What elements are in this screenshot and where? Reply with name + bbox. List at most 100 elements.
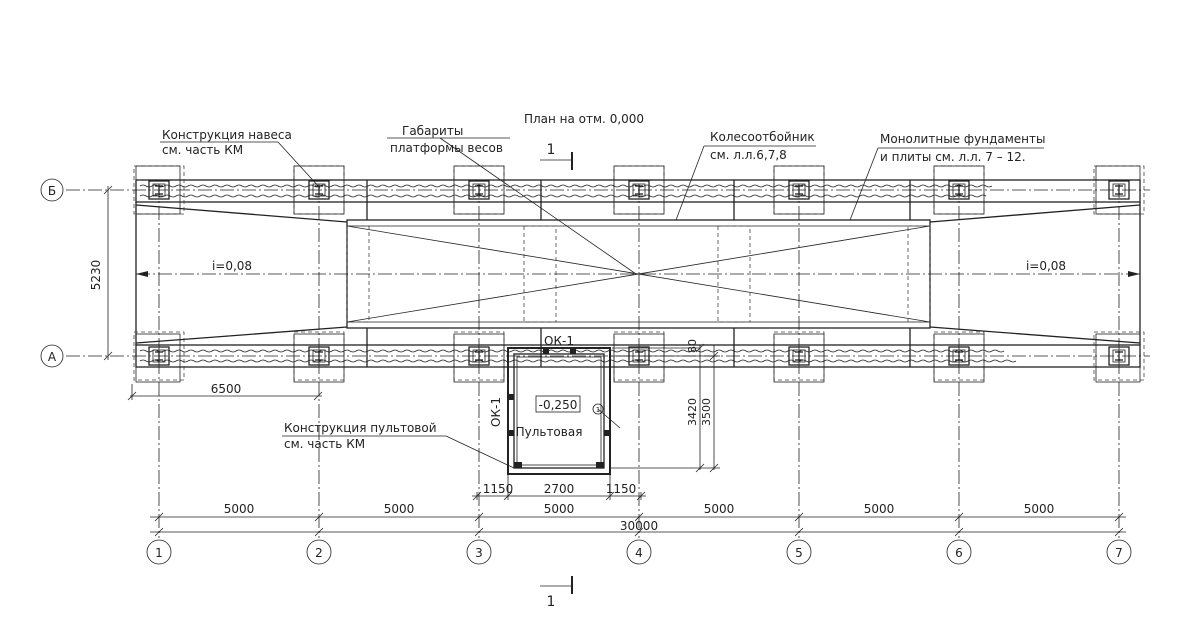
dim-tick (314, 527, 324, 537)
dim-booth-mid: 2700 (544, 482, 575, 496)
footing-pad (773, 165, 825, 215)
section-mark-bottom: 1 (540, 576, 573, 610)
leader-canopy-line1: Конструкция навеса (162, 128, 292, 142)
leader-platform: Габариты платформы весов (387, 124, 637, 275)
leader-booth-structure: Конструкция пультовой см. часть КМ (282, 421, 515, 469)
dim-tick (794, 527, 804, 537)
footing-pad (293, 165, 345, 215)
column-footing (133, 331, 185, 381)
control-booth (507, 347, 611, 475)
axis-label-7: 7 (1115, 546, 1123, 560)
dim-tick (794, 512, 804, 522)
slope-label-right: i=0,08 (1026, 259, 1066, 273)
booth-window-side: ОК-1 (489, 397, 503, 427)
dim-tick (954, 527, 964, 537)
end-footing (1095, 333, 1141, 383)
column-footing (1093, 331, 1145, 381)
dim-tick (474, 512, 484, 522)
axis-label-B: Б (48, 184, 56, 198)
leader-canopy-line2: см. часть КМ (162, 143, 243, 157)
dim-booth-right: 1150 (606, 482, 637, 496)
end-footing (135, 165, 181, 215)
leader-platform-line1: Габариты (402, 124, 463, 138)
leader-platform-line2: платформы весов (390, 141, 503, 155)
dim-booth-left: 1150 (483, 482, 514, 496)
dim-span: 5000 (384, 502, 415, 516)
dim-offset: 6500 (211, 382, 242, 396)
axis-label-3: 3 (475, 546, 483, 560)
column-footings (133, 165, 1145, 383)
dim-tick (1114, 512, 1124, 522)
footing-pad (293, 333, 345, 383)
booth-window-top: ОК-1 (544, 334, 574, 348)
dim-tick (314, 512, 324, 522)
dim-tick (154, 527, 164, 537)
footing-pad (613, 165, 665, 215)
footing-pad (453, 333, 505, 383)
footing-pad (613, 333, 665, 383)
axis-label-A: А (48, 350, 57, 364)
leader-foundations: Монолитные фундаменты и плиты см. л.л. 7… (849, 132, 1045, 221)
footing-pad (933, 333, 985, 383)
leader-wheel-guard-line2: см. л.л.6,7,8 (710, 148, 787, 162)
dim-tick (634, 527, 644, 537)
booth-height-dims (610, 343, 720, 473)
dim-booth-height-2: 3500 (700, 398, 713, 426)
axis-bubble (466, 539, 492, 565)
axis-label-1: 1 (155, 546, 163, 560)
section-label-bottom: 1 (547, 594, 556, 610)
booth-name: Пультовая (516, 425, 583, 439)
dimension-chains (150, 512, 1126, 537)
dim-span: 5000 (544, 502, 575, 516)
end-footing (135, 333, 181, 383)
dim-booth-gap: 80 (686, 339, 699, 353)
axis-label-5: 5 (795, 546, 803, 560)
dim-tick (474, 527, 484, 537)
dim-span: 5000 (704, 502, 735, 516)
leader-wheel-guard: Колесоотбойник см. л.л.6,7,8 (675, 130, 816, 221)
end-footing (1095, 165, 1141, 215)
center-axis (136, 271, 1140, 277)
axis-label-2: 2 (315, 546, 323, 560)
slab-outline (135, 202, 1141, 345)
booth-marker: 1 (592, 403, 621, 429)
axis-bubble (786, 539, 812, 565)
footing-pad (933, 165, 985, 215)
dim-span: 5000 (864, 502, 895, 516)
dim-booth-height-1: 3420 (686, 398, 699, 426)
dim-span: 5000 (224, 502, 255, 516)
leader-canopy: Конструкция навеса см. часть КМ (160, 128, 321, 189)
dim-width: 5230 (89, 260, 103, 291)
axis-bubble (1106, 539, 1132, 565)
leader-booth-line1: Конструкция пультовой (284, 421, 437, 435)
axis-bubble (146, 539, 172, 565)
axis-label-4: 4 (635, 546, 643, 560)
plan-title: План на отм. 0,000 (524, 112, 644, 126)
axis-label-6: 6 (955, 546, 963, 560)
leader-wheel-guard-line1: Колесоотбойник (710, 130, 815, 144)
span-labels: 5000 5000 5000 5000 5000 5000 (224, 502, 1055, 516)
axis-bubble (946, 539, 972, 565)
axis-bubble (306, 539, 332, 565)
joint-walls (366, 180, 911, 367)
booth-width-dims (472, 474, 646, 501)
booth-elevation: -0,250 (539, 398, 578, 412)
axis-bubble (626, 539, 652, 565)
vertical-grid-axes: 1 2 3 4 5 6 7 (146, 184, 1132, 565)
section-label-top: 1 (547, 142, 556, 158)
dim-total: 30000 (620, 519, 658, 533)
footing-pad (773, 333, 825, 383)
leader-foundations-line2: и плиты см. л.л. 7 – 12. (880, 150, 1026, 164)
offset-dim (127, 384, 323, 401)
section-mark-top: 1 (540, 142, 573, 170)
footing-pad (453, 165, 505, 215)
dim-tick (154, 512, 164, 522)
slope-label-left: i=0,08 (212, 259, 252, 273)
leader-foundations-line1: Монолитные фундаменты (880, 132, 1045, 146)
leader-booth-line2: см. часть КМ (284, 437, 365, 451)
dim-span: 5000 (1024, 502, 1055, 516)
booth-marker-label: 1 (596, 406, 600, 414)
dim-tick (1114, 527, 1124, 537)
width-dim (103, 185, 113, 361)
